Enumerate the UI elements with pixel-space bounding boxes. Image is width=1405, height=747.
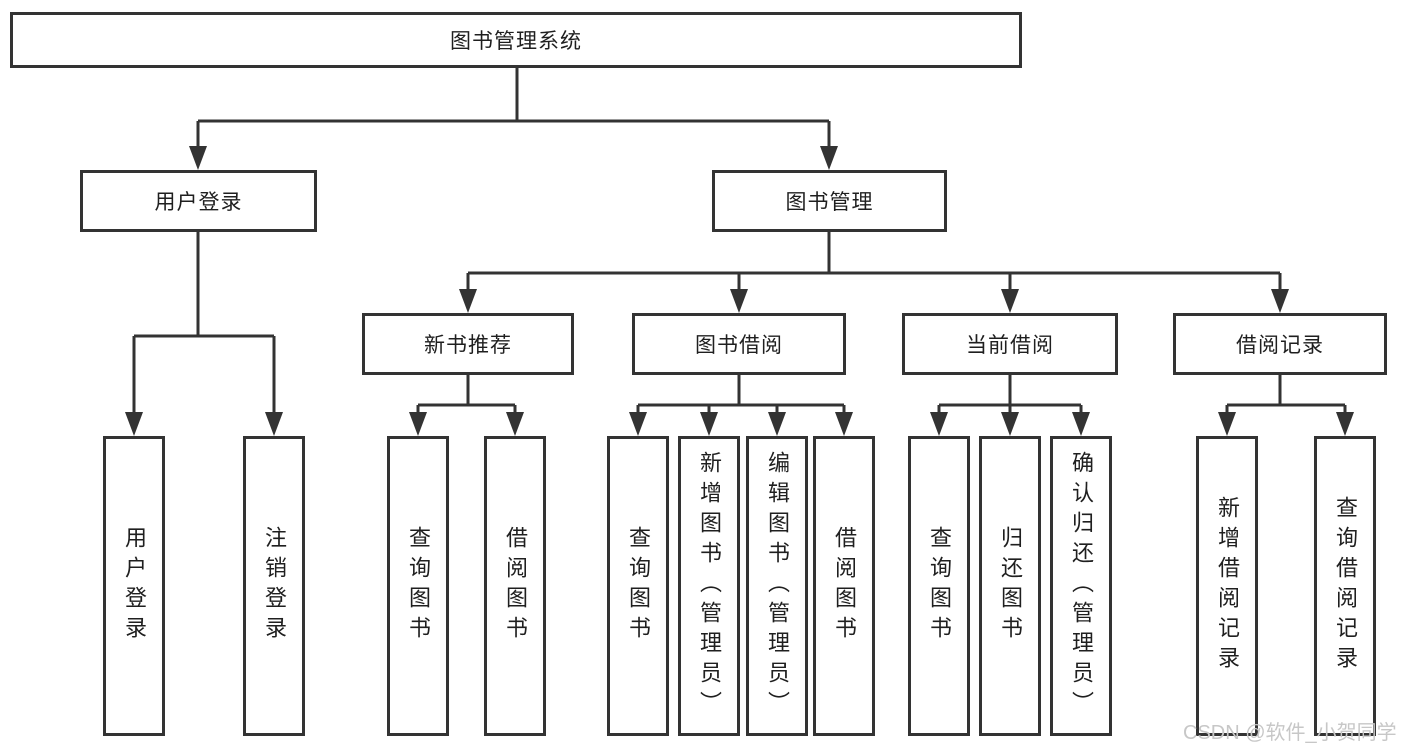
node-borrowing-records-label: 借阅记录: [1236, 334, 1324, 357]
leaf-query-books-recommend-label: 查询图书: [406, 526, 431, 646]
leaf-borrow-books-recommend-label: 借阅图书: [503, 526, 528, 646]
leaf-edit-books-admin: 编辑图书（管理员）: [746, 436, 808, 736]
leaf-confirm-return-admin: 确认归还（管理员）: [1050, 436, 1112, 736]
node-book-management-module-label: 图书管理: [785, 191, 874, 214]
node-user-login-module-label: 用户登录: [154, 191, 243, 214]
leaf-add-books-admin: 新增图书（管理员）: [678, 436, 740, 736]
leaf-query-borrow-record-label: 查询借阅记录: [1333, 496, 1358, 676]
leaf-add-books-admin-label: 新增图书（管理员）: [697, 451, 722, 721]
leaf-query-books-current: 查询图书: [908, 436, 970, 736]
csdn-watermark: CSDN @软件_小贺同学: [1183, 722, 1397, 744]
node-book-borrowing-label: 图书借阅: [695, 334, 783, 357]
node-new-book-recommendation-label: 新书推荐: [424, 334, 512, 357]
leaf-query-books-current-label: 查询图书: [927, 526, 952, 646]
arrowheads: [125, 146, 1354, 436]
leaf-edit-books-admin-label: 编辑图书（管理员）: [765, 451, 790, 721]
leaf-return-books: 归还图书: [979, 436, 1041, 736]
leaf-confirm-return-admin-label: 确认归还（管理员）: [1069, 451, 1094, 721]
leaf-user-login-label: 用户登录: [122, 526, 147, 646]
leaf-query-borrow-record: 查询借阅记录: [1314, 436, 1376, 736]
node-library-system: 图书管理系统: [10, 12, 1022, 68]
leaf-borrow-books-recommend: 借阅图书: [484, 436, 546, 736]
node-book-management-module: 图书管理: [712, 170, 947, 232]
node-new-book-recommendation: 新书推荐: [362, 313, 574, 375]
node-current-borrowing: 当前借阅: [902, 313, 1118, 375]
leaf-return-books-label: 归还图书: [998, 526, 1023, 646]
leaf-borrow-books-label: 借阅图书: [832, 526, 857, 646]
node-current-borrowing-label: 当前借阅: [966, 334, 1054, 357]
node-borrowing-records: 借阅记录: [1173, 313, 1387, 375]
node-user-login-module: 用户登录: [80, 170, 317, 232]
leaf-query-books-borrowing: 查询图书: [607, 436, 669, 736]
leaf-add-borrow-record: 新增借阅记录: [1196, 436, 1258, 736]
node-book-borrowing: 图书借阅: [632, 313, 846, 375]
leaf-query-books-recommend: 查询图书: [387, 436, 449, 736]
leaf-borrow-books: 借阅图书: [813, 436, 875, 736]
leaf-logout-label: 注销登录: [262, 526, 287, 646]
leaf-logout: 注销登录: [243, 436, 305, 736]
leaf-add-borrow-record-label: 新增借阅记录: [1215, 496, 1240, 676]
node-library-system-label: 图书管理系统: [450, 30, 582, 53]
leaf-query-books-borrowing-label: 查询图书: [626, 526, 651, 646]
leaf-user-login: 用户登录: [103, 436, 165, 736]
